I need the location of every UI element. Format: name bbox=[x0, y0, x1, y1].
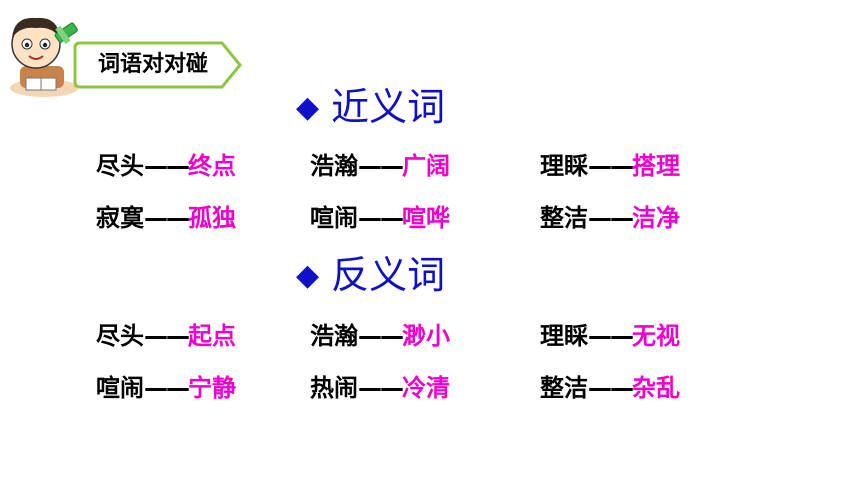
word: 尽头 bbox=[96, 322, 144, 350]
word-pair: 尽头——终点 bbox=[96, 146, 236, 186]
answer: 渺小 bbox=[402, 322, 450, 350]
antonyms-heading: ◆ 反义词 bbox=[296, 248, 445, 302]
answer: 无视 bbox=[632, 322, 680, 350]
word-pair: 整洁——杂乱 bbox=[540, 368, 680, 408]
word: 喧闹 bbox=[96, 374, 144, 402]
word-pair: 理睬——无视 bbox=[540, 316, 680, 356]
dash: —— bbox=[358, 204, 404, 232]
word-pair: 整洁——洁净 bbox=[540, 198, 680, 238]
dash: —— bbox=[144, 322, 190, 350]
word-pair: 喧闹——喧哗 bbox=[310, 198, 450, 238]
word: 喧闹 bbox=[310, 204, 358, 232]
answer: 孤独 bbox=[188, 204, 236, 232]
word-pair: 热闹——冷清 bbox=[310, 368, 450, 408]
dash: —— bbox=[144, 204, 190, 232]
word: 整洁 bbox=[540, 204, 588, 232]
word-pair: 寂寞——孤独 bbox=[96, 198, 236, 238]
synonyms-heading: ◆ 近义词 bbox=[296, 80, 445, 134]
word: 尽头 bbox=[96, 152, 144, 180]
answer: 广阔 bbox=[402, 152, 450, 180]
word: 理睬 bbox=[540, 152, 588, 180]
word-pair: 浩瀚——渺小 bbox=[310, 316, 450, 356]
answer: 喧哗 bbox=[402, 204, 450, 232]
word: 理睬 bbox=[540, 322, 588, 350]
answer: 冷清 bbox=[402, 374, 450, 402]
answer: 杂乱 bbox=[632, 374, 680, 402]
answer: 起点 bbox=[188, 322, 236, 350]
title-banner: 词语对对碰 bbox=[72, 40, 246, 90]
word: 浩瀚 bbox=[310, 322, 358, 350]
word-pair: 尽头——起点 bbox=[96, 316, 236, 356]
banner-title: 词语对对碰 bbox=[97, 52, 208, 77]
dash: —— bbox=[358, 374, 404, 402]
word: 整洁 bbox=[540, 374, 588, 402]
dash: —— bbox=[144, 374, 190, 402]
answer: 搭理 bbox=[632, 152, 680, 180]
word: 寂寞 bbox=[96, 204, 144, 232]
answer: 终点 bbox=[188, 152, 236, 180]
dash: —— bbox=[588, 322, 634, 350]
word-pair: 理睬——搭理 bbox=[540, 146, 680, 186]
dash: —— bbox=[588, 204, 634, 232]
word: 浩瀚 bbox=[310, 152, 358, 180]
word-pair: 浩瀚——广阔 bbox=[310, 146, 450, 186]
section-title: 反义词 bbox=[331, 253, 446, 297]
dash: —— bbox=[588, 152, 634, 180]
dash: —— bbox=[588, 374, 634, 402]
dash: —— bbox=[358, 152, 404, 180]
answer: 洁净 bbox=[632, 204, 680, 232]
dash: —— bbox=[358, 322, 404, 350]
answer: 宁静 bbox=[188, 374, 236, 402]
word: 热闹 bbox=[310, 374, 358, 402]
diamond-bullet-icon: ◆ bbox=[296, 258, 320, 293]
diamond-bullet-icon: ◆ bbox=[296, 90, 320, 125]
word-pair: 喧闹——宁静 bbox=[96, 368, 236, 408]
boy-reading-icon bbox=[0, 8, 86, 100]
section-title: 近义词 bbox=[331, 85, 446, 129]
dash: —— bbox=[144, 152, 190, 180]
